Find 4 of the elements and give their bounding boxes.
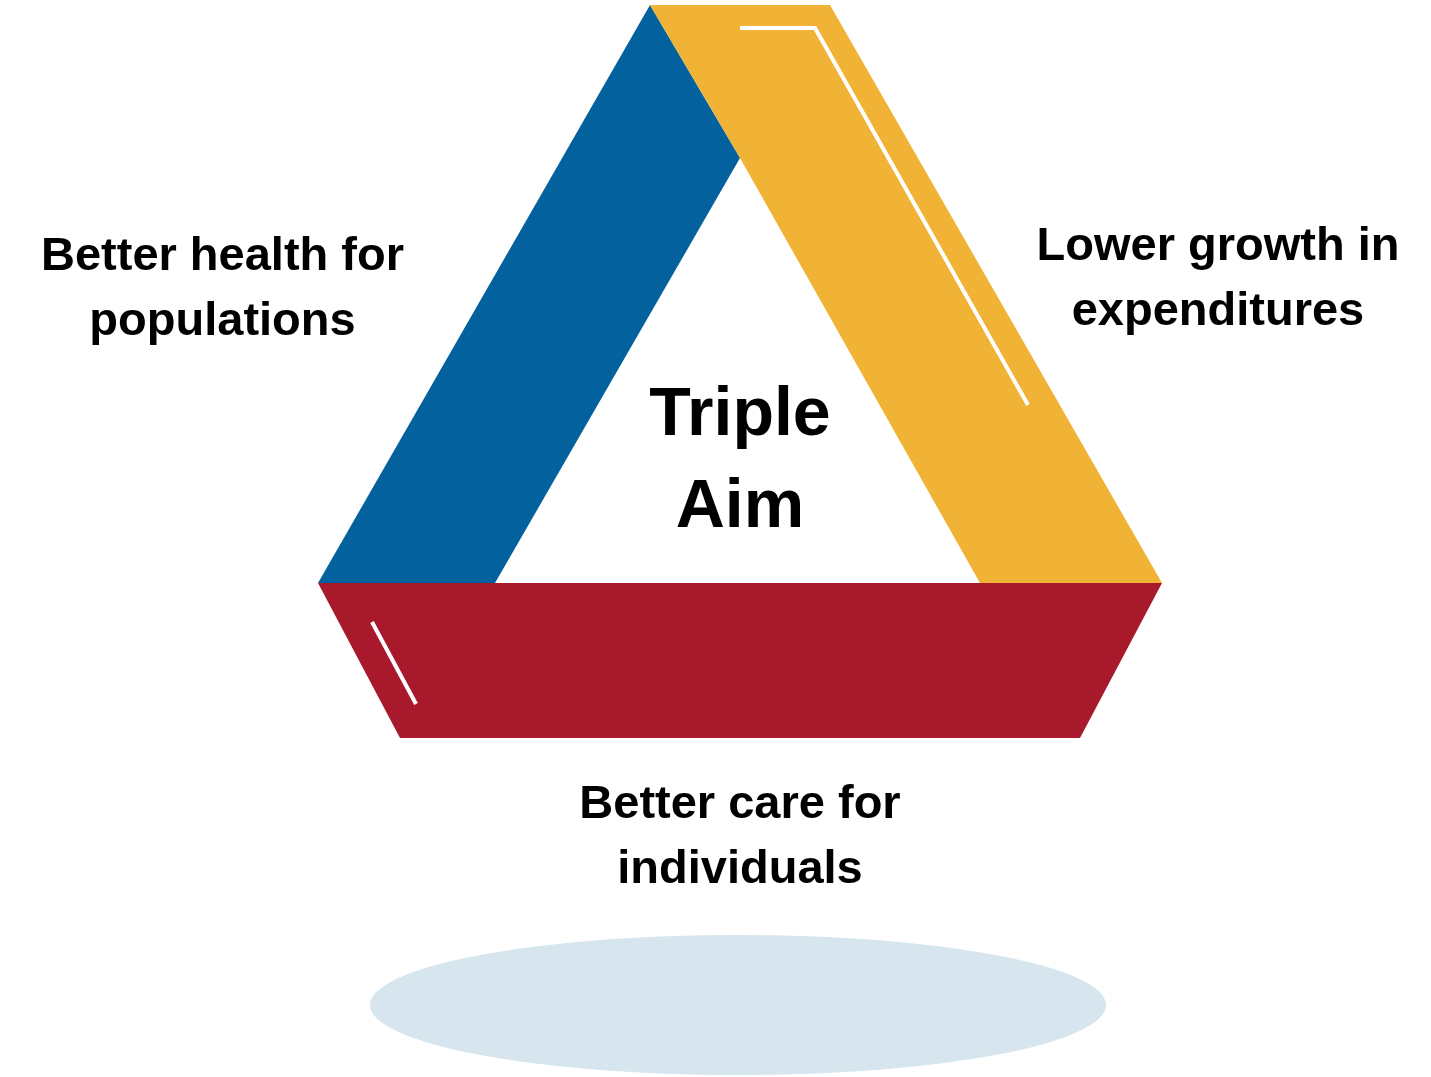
aim-label: Lower growth in expenditures [1035,216,1401,337]
aim-label: Better care for individuals [578,774,902,895]
aim-label: Better health for populations [40,226,405,347]
center-title: Triple Aim [648,372,832,543]
